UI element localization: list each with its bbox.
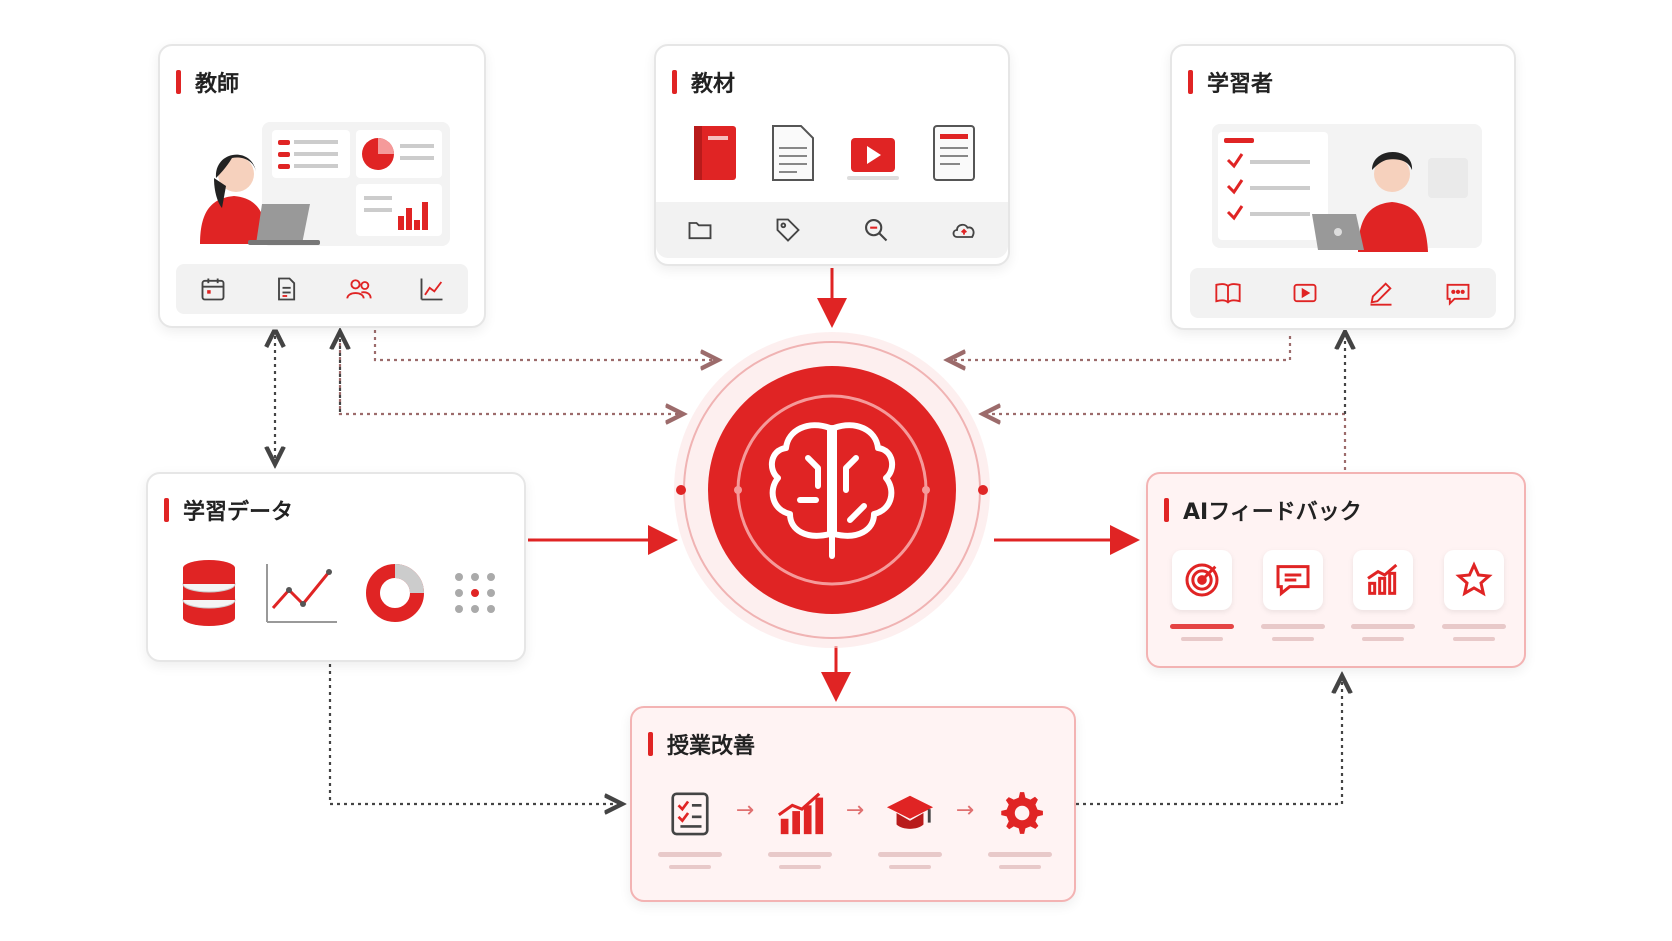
line-chart-icon	[265, 564, 337, 623]
step-line	[768, 852, 832, 857]
cloud-icon[interactable]	[944, 210, 984, 250]
learner-title-text: 学習者	[1207, 72, 1274, 97]
step-subline	[889, 865, 931, 869]
teacher-card: 教師	[158, 44, 486, 328]
dotted-ai-to-learner-top	[950, 336, 1292, 360]
class-improvement-card: 授業改善 → → →	[630, 706, 1076, 902]
tile-progress	[1260, 624, 1325, 629]
title-accent-bar	[1164, 498, 1169, 522]
step-arrow-icon: →	[955, 798, 975, 823]
dotted-feedback-to-ai	[985, 414, 1347, 470]
learner-title: 学習者	[1188, 66, 1273, 98]
bar-chart-icon	[777, 792, 824, 835]
growth-tile[interactable]	[1353, 550, 1414, 610]
learner-card: 学習者	[1170, 44, 1516, 330]
brain-circuit-icon	[768, 422, 896, 559]
folder-icon[interactable]	[680, 210, 720, 250]
materials-title: 教材	[672, 66, 735, 98]
learner-toolbar	[1190, 268, 1496, 318]
tile-subline	[1181, 637, 1223, 641]
grid-dots-icon	[454, 573, 495, 613]
feedback-tiles	[1170, 550, 1506, 641]
title-accent-bar	[164, 498, 169, 522]
title-accent-bar	[672, 70, 677, 94]
teacher-toolbar	[176, 264, 468, 314]
feedback-title-text: AIフィードバック	[1183, 500, 1362, 525]
tile-subline	[1452, 637, 1495, 641]
improve-title-text: 授業改善	[667, 734, 756, 759]
gear-icon	[1001, 792, 1043, 834]
tag-icon[interactable]	[768, 210, 808, 250]
tile-progress	[1441, 624, 1506, 629]
teacher-title-text: 教師	[195, 72, 240, 97]
users-icon[interactable]	[339, 269, 379, 309]
message-icon	[1276, 565, 1310, 597]
pencil-icon[interactable]	[1361, 273, 1401, 313]
step-subline	[669, 865, 711, 869]
title-accent-bar	[648, 732, 653, 756]
star-icon	[1455, 561, 1493, 597]
step-line	[988, 852, 1052, 857]
data-visuals	[166, 558, 510, 628]
dotted-improve-to-feedback	[1076, 678, 1342, 806]
star-tile[interactable]	[1443, 550, 1504, 610]
checklist-icon	[671, 792, 709, 836]
title-accent-bar	[176, 70, 181, 94]
analytics-icon[interactable]	[412, 269, 452, 309]
ai-hub	[674, 332, 990, 648]
dotted-teacher-to-ai-top	[373, 330, 716, 360]
materials-title-text: 教材	[691, 72, 736, 97]
step-arrow-icon: →	[845, 798, 865, 823]
materials-row	[676, 124, 992, 182]
materials-toolbar	[656, 202, 1008, 258]
book-open-icon[interactable]	[1208, 273, 1248, 313]
page-icon	[772, 125, 815, 181]
tile-progress	[1170, 624, 1234, 629]
step-subline	[779, 865, 821, 869]
step-arrow-icon: →	[735, 798, 755, 823]
book-icon	[693, 126, 736, 180]
video-icon	[846, 138, 899, 180]
worksheet-icon	[933, 125, 976, 181]
target-icon	[1185, 563, 1219, 597]
ai-feedback-card: AIフィードバック	[1146, 472, 1526, 668]
chat-icon[interactable]	[1438, 273, 1478, 313]
step-line	[878, 852, 942, 857]
tile-progress	[1351, 624, 1416, 629]
target-tile[interactable]	[1172, 550, 1232, 610]
teacher-title: 教師	[176, 66, 239, 98]
growth-chart-icon	[1367, 563, 1398, 595]
title-accent-bar	[1188, 70, 1193, 94]
donut-chart-icon	[365, 564, 424, 622]
step-line	[658, 852, 722, 857]
improve-flow: → → →	[658, 788, 1052, 869]
data-title-text: 学習データ	[183, 500, 294, 525]
search-icon[interactable]	[856, 210, 896, 250]
feedback-title: AIフィードバック	[1164, 494, 1362, 526]
video-play-icon[interactable]	[1285, 273, 1325, 313]
dotted-teacher-to-ai-low	[338, 343, 681, 414]
materials-card: 教材	[654, 44, 1010, 266]
step-subline	[999, 865, 1041, 869]
learning-data-card: 学習データ	[146, 472, 526, 662]
database-icon	[182, 560, 235, 626]
tile-subline	[1271, 637, 1314, 641]
message-tile[interactable]	[1262, 550, 1323, 610]
data-title: 学習データ	[164, 494, 293, 526]
improve-title: 授業改善	[648, 728, 755, 760]
tile-subline	[1362, 637, 1405, 641]
teacher-illustration	[200, 122, 450, 246]
document-icon[interactable]	[266, 269, 306, 309]
dotted-data-to-improve	[328, 664, 620, 804]
graduation-cap-icon	[886, 795, 934, 829]
learner-illustration	[1212, 124, 1482, 252]
calendar-icon[interactable]	[193, 269, 233, 309]
